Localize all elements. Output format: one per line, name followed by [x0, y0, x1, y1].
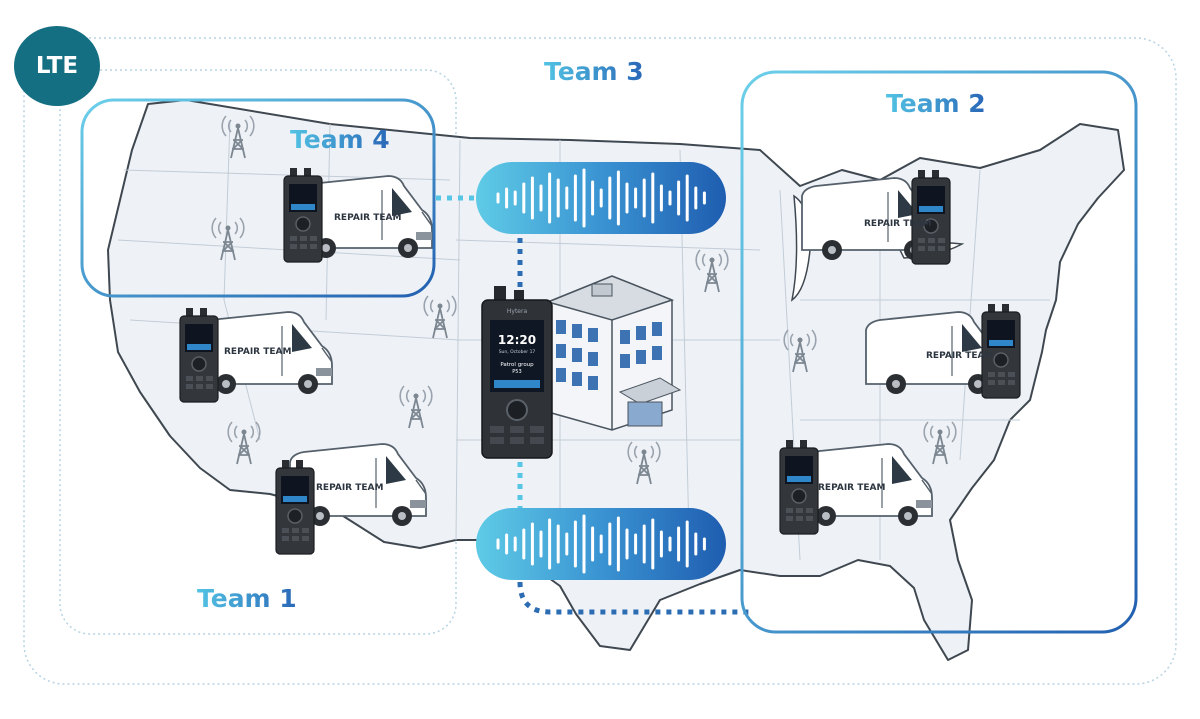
team-1-label: Team 1 — [197, 584, 297, 613]
van-label: REPAIR TEAM — [316, 483, 383, 493]
lte-network-frame — [23, 37, 1177, 685]
radio-device-icon — [179, 307, 219, 403]
radio-device-icon — [779, 439, 819, 535]
van-label: REPAIR TEAM — [224, 347, 291, 357]
van-label: REPAIR TEAM — [926, 351, 993, 361]
team-4-label: Team 4 — [290, 125, 390, 154]
voice-waveform-icon — [476, 508, 726, 580]
van-label: REPAIR TEAM — [334, 213, 401, 223]
office-building-icon — [545, 275, 682, 431]
team-2-region — [740, 70, 1138, 634]
device-group: Patrol group — [500, 362, 534, 368]
van-label: REPAIR TEAM — [864, 219, 931, 229]
radio-device-icon — [275, 459, 315, 555]
team-4-region — [80, 98, 436, 298]
device-group-id: P53 — [512, 369, 521, 375]
voice-waveform-icon — [476, 162, 726, 234]
van-label: REPAIR TEAM — [818, 483, 885, 493]
device-date: Sun, October 17 — [499, 349, 536, 355]
radio-device-icon: Hytera 12:20 Sun, October 17 Patrol grou… — [481, 286, 553, 459]
radio-device-icon — [283, 167, 323, 263]
radio-device-icon — [911, 169, 951, 265]
team-3-label: Team 3 — [544, 57, 644, 86]
team-2-label: Team 2 — [886, 89, 986, 118]
connection-lines — [436, 195, 750, 615]
device-time: 12:20 — [498, 333, 536, 347]
device-brand: Hytera — [507, 308, 528, 315]
lte-badge: LTE — [14, 26, 100, 106]
